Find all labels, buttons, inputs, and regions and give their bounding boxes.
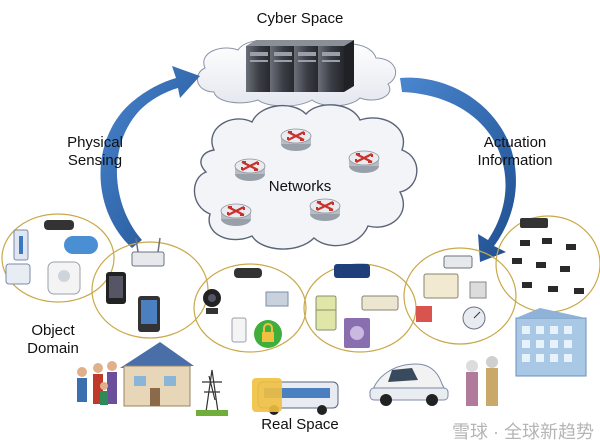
- arrow-actuation-down: [400, 77, 516, 262]
- sensor-devices-group: [5, 220, 98, 295]
- meters-group: [416, 255, 487, 330]
- physical-sensing-line2: Sensing: [67, 152, 123, 169]
- watermark: 雪球 · 全球新趋势: [452, 422, 594, 442]
- object-domain-line2: Domain: [27, 340, 79, 357]
- real-space-label: Real Space: [261, 416, 339, 433]
- router-icon: [219, 202, 253, 228]
- actuation-information-label: Actuation Information: [466, 134, 564, 170]
- networks-label: Networks: [268, 178, 332, 195]
- actuation-information-line2: Information: [477, 152, 553, 169]
- electric-car-icon: [369, 363, 449, 406]
- bus-icon: [252, 378, 339, 415]
- physical-sensing-line1: Physical: [67, 134, 123, 151]
- cyber-space-label: Cyber Space: [256, 10, 344, 27]
- appliances-group: [315, 264, 399, 348]
- office-building-icon: [515, 308, 587, 377]
- object-domain-label: Object Domain: [18, 322, 88, 358]
- server-rack-icon: [246, 40, 354, 92]
- house-icon: [120, 342, 194, 407]
- sensor-grid-group: [512, 218, 584, 294]
- router-icon: [279, 127, 313, 153]
- family-icon: [77, 361, 117, 405]
- power-tower-icon: [196, 369, 228, 416]
- arrow-physical-sensing-up: [100, 66, 200, 248]
- object-domain-line1: Object: [31, 322, 75, 339]
- router-icon: [347, 149, 381, 175]
- physical-sensing-label: Physical Sensing: [52, 134, 138, 170]
- router-icon: [308, 197, 342, 223]
- elderly-couple-icon: [466, 356, 498, 406]
- camera-lock-group: [203, 268, 289, 348]
- mobile-devices-group: [106, 237, 165, 332]
- networks-cloud: [193, 104, 418, 250]
- actuation-information-line1: Actuation: [483, 134, 547, 151]
